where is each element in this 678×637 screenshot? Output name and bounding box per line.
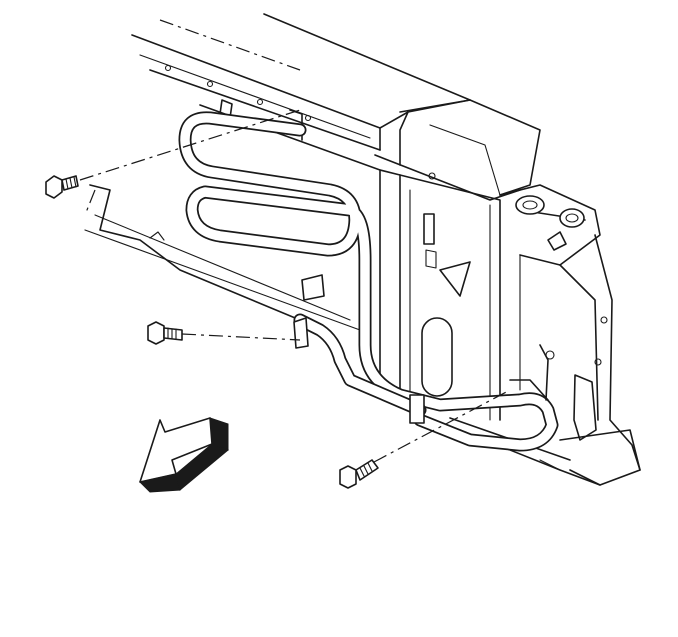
- oil-cooler-tubes: [178, 111, 559, 452]
- radiator-panel: [84, 99, 501, 421]
- frame-rail: [131, 13, 541, 201]
- bolt-lower[interactable]: [339, 389, 511, 489]
- bolt-middle[interactable]: [147, 321, 301, 345]
- radiator-support: [449, 184, 641, 486]
- direction-arrow: [139, 417, 229, 493]
- bolt-upper-left[interactable]: [45, 109, 301, 199]
